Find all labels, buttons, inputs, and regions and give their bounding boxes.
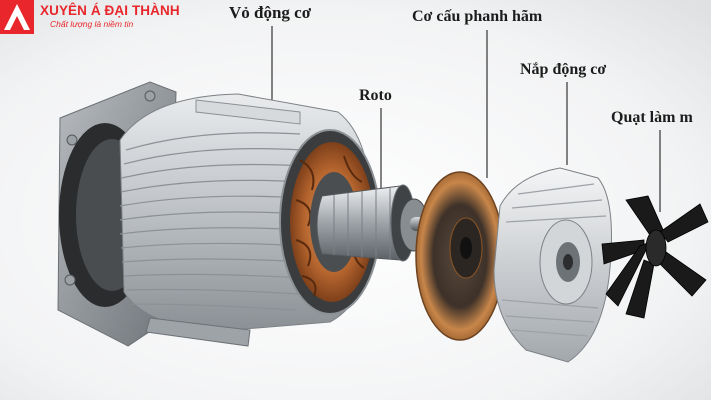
housing-top-ridge [195, 99, 301, 125]
callout-fan: Quạt làm m [611, 109, 693, 126]
brand-logo: XUYÊN Á ĐẠI THÀNH Chất lượng là niềm tin [0, 0, 200, 34]
housing-bolt [64, 274, 76, 286]
brand-logo-mark [0, 0, 34, 34]
fan-blade [625, 259, 655, 319]
callout-housing: Vỏ động cơ [229, 3, 312, 22]
fan-blade [605, 241, 651, 307]
brand-name: XUYÊN Á ĐẠI THÀNH [40, 3, 180, 18]
callout-rotor: Roto [359, 87, 392, 104]
leader-lines [271, 26, 661, 212]
housing-bolt [66, 134, 78, 146]
housing-bolt [144, 90, 156, 102]
rotor [316, 184, 429, 262]
callout-brake: Cơ cấu phanh hãm [412, 8, 543, 25]
fan-blade [659, 203, 709, 243]
brand-slogan: Chất lượng là niềm tin [50, 19, 134, 29]
fan-hub [645, 229, 667, 267]
housing-foot [145, 317, 251, 347]
end-cover-fins [501, 183, 607, 337]
end-cover [493, 167, 612, 363]
fan-blade [601, 239, 645, 265]
brake-mechanism [415, 171, 505, 341]
cooling-fan [601, 195, 709, 319]
callout-end-cover: Nắp động cơ [520, 61, 607, 78]
